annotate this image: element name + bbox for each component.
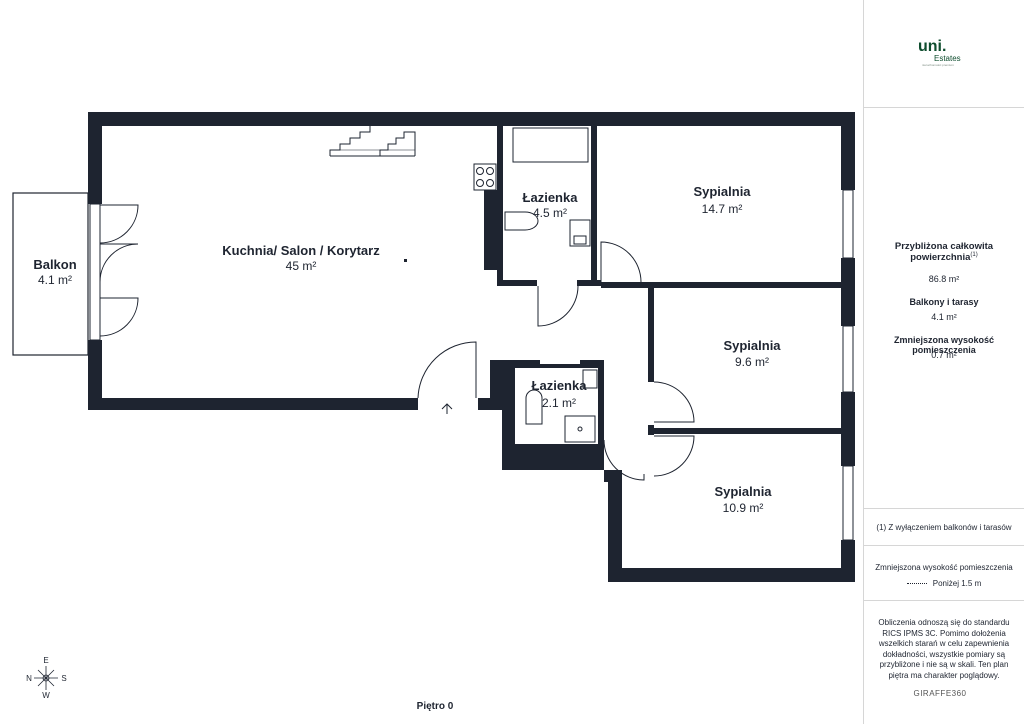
room-area-bathroom-2: 2.1 m²	[542, 396, 576, 410]
logo-tagline: nieruchomości premium	[922, 63, 954, 67]
bathroom-2-fixtures	[525, 369, 598, 443]
legend-item: Poniżej 1.5 m	[864, 579, 1024, 588]
compass-s: S	[61, 674, 66, 683]
sidebar-divider	[863, 0, 864, 724]
room-name-bedroom-1: Sypialnia	[693, 184, 751, 199]
marker-dot	[404, 259, 407, 262]
room-area-bedroom-3: 10.9 m²	[723, 501, 764, 515]
room-name-bathroom-1: Łazienka	[523, 190, 579, 205]
floor-plan: Kuchnia/ Salon / Korytarz 45 m² Balkon 4…	[12, 112, 855, 700]
room-name-bedroom-3: Sypialnia	[714, 484, 772, 499]
room-area-balcony: 4.1 m²	[38, 273, 72, 287]
stove	[473, 163, 497, 191]
bathroom-2-floor	[515, 368, 598, 444]
summary-balconies-value: 4.1 m²	[931, 312, 957, 322]
compass-n: N	[26, 674, 32, 683]
windows	[89, 189, 854, 541]
bedroom-3-door	[653, 435, 695, 477]
sidebar-separator	[864, 600, 1024, 601]
room-name-bathroom-2: Łazienka	[532, 378, 588, 393]
logo-subtitle: Estates	[934, 54, 961, 63]
balcony-doors	[99, 204, 139, 337]
compass-e: E	[43, 656, 48, 665]
room-name-bedroom-2: Sypialnia	[723, 338, 781, 353]
bedroom-1-door	[600, 241, 642, 283]
sidebar-separator	[864, 545, 1024, 546]
summary-reduced-value: 0.7 m²	[931, 350, 957, 360]
bathroom-2-door	[603, 439, 645, 481]
bathtub	[512, 127, 589, 163]
compass-icon	[34, 666, 58, 690]
entrance-arrow-icon	[441, 403, 453, 414]
summary-balconies-label: Balkony i tarasy	[909, 297, 979, 307]
sidebar-separator	[864, 107, 1024, 108]
bathroom-1-fixtures	[504, 211, 591, 247]
room-area-bedroom-2: 9.6 m²	[735, 355, 769, 369]
watermark: GIRAFFE360	[913, 689, 967, 698]
room-area-kitchen: 45 m²	[286, 259, 317, 273]
logo: uni.	[918, 38, 947, 55]
compass-w: W	[42, 691, 50, 700]
sidebar-separator	[864, 508, 1024, 509]
stairs	[329, 126, 416, 157]
room-name-kitchen: Kuchnia/ Salon / Korytarz	[222, 243, 380, 258]
bedroom-2-door	[653, 381, 695, 423]
room-area-bedroom-1: 14.7 m²	[702, 202, 743, 216]
room-area-bathroom-1: 4.5 m²	[533, 206, 567, 220]
summary-total-label: Przybliżona całkowita powierzchnia(1)	[894, 241, 994, 264]
entrance-door	[417, 341, 477, 399]
balcony-outline	[12, 192, 89, 356]
disclaimer: Obliczenia odnoszą się do standardu RICS…	[878, 618, 1010, 680]
room-name-balcony: Balkon	[33, 257, 76, 272]
bathroom-1-door	[537, 285, 579, 327]
floor-label: Piętro 0	[416, 701, 454, 712]
summary-total-value: 86.8 m²	[928, 274, 960, 284]
legend-title: Zmniejszona wysokość pomieszczenia	[875, 563, 1013, 572]
summary-reduced-label: Zmniejszona wysokość pomieszczenia	[893, 335, 995, 355]
legend-line-icon	[906, 583, 927, 585]
footnote: (1) Z wyłączeniem balkonów i tarasów	[876, 523, 1012, 532]
